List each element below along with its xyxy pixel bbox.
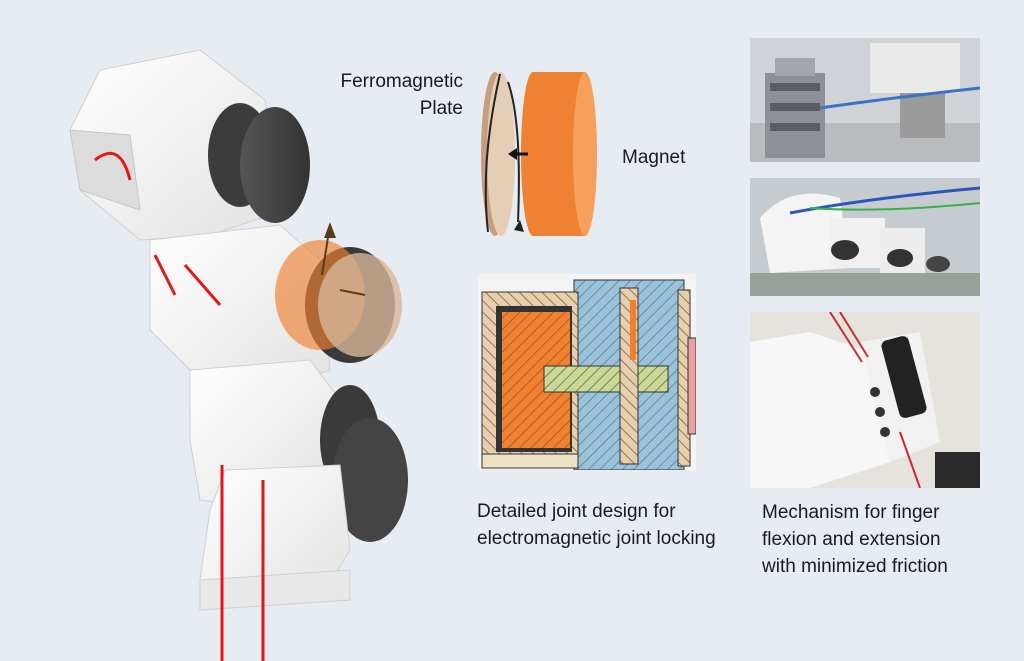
mechanism-caption: Mechanism for finger flexion and extensi… bbox=[762, 502, 948, 577]
joint-design-caption: Detailed joint design for electromagneti… bbox=[477, 501, 716, 549]
joint-cross-section bbox=[478, 274, 696, 470]
finger-model-render bbox=[50, 40, 470, 661]
attraction-arrow bbox=[508, 148, 528, 160]
ferromagnetic-plate-label: Ferromagnetic Plate bbox=[340, 71, 464, 119]
distal-segment bbox=[69, 49, 310, 241]
photo-joint-bench bbox=[750, 38, 980, 162]
middle-segment bbox=[149, 222, 402, 391]
ferromagnetic-plate bbox=[481, 72, 515, 236]
finger-model-svg bbox=[69, 49, 408, 661]
magnet-label: Magnet bbox=[622, 147, 686, 168]
photo-tendon-mechanism bbox=[750, 312, 980, 488]
rotation-arrow bbox=[484, 73, 524, 233]
magnet-disk bbox=[521, 72, 597, 236]
plate-magnet-diagram bbox=[470, 62, 610, 247]
photo-finger-wiring bbox=[750, 178, 980, 296]
base-segment bbox=[199, 464, 351, 661]
